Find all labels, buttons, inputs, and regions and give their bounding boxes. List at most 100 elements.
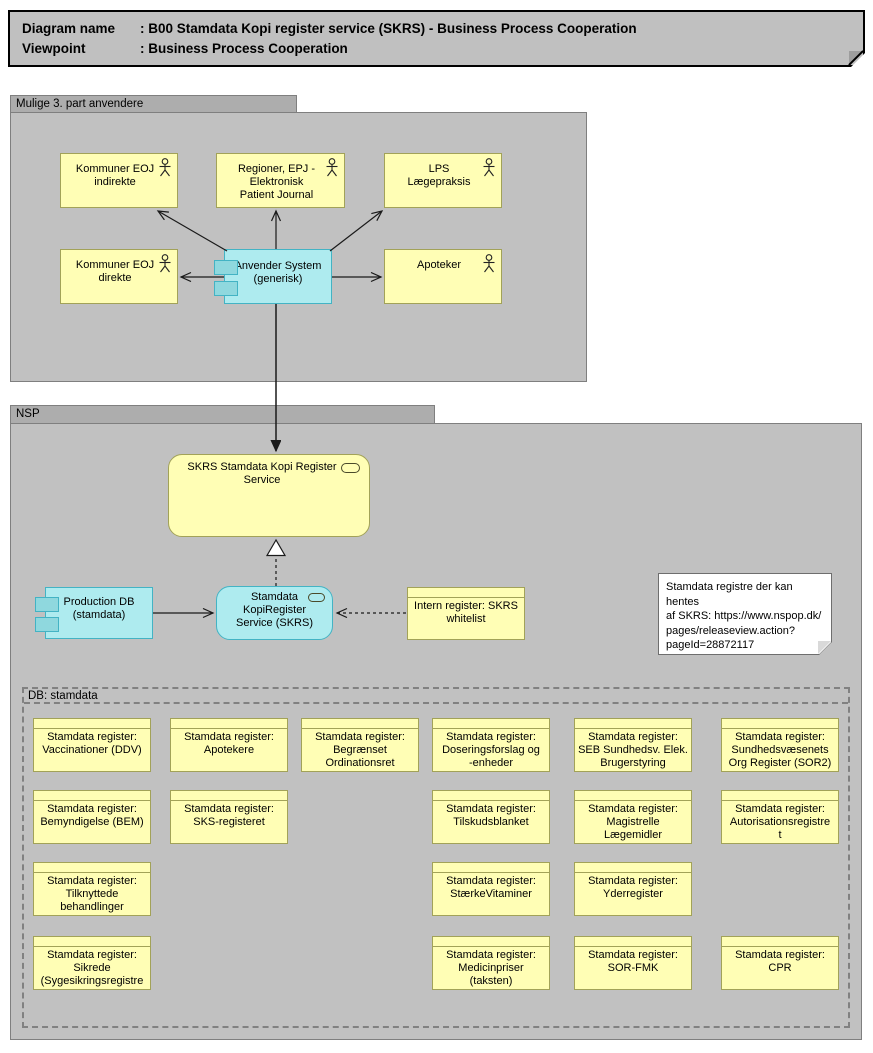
group-db-stamdata-label: DB: stamdata [28, 690, 98, 702]
component-tab-icon [214, 260, 238, 275]
node-label: Stamdata register: Sikrede (Sygesikrings… [40, 949, 144, 987]
group-nsp-label: NSP [16, 408, 40, 420]
node-label: Anvender System (generisk) [234, 260, 322, 285]
node-label: Stamdata register: SEB Sundhedsv. Elek. … [578, 731, 688, 769]
service-icon [341, 463, 360, 473]
dataobject-register-magistrelle: Stamdata register: Magistrelle Lægemidle… [574, 790, 692, 844]
dataobject-register-begraenset-ordinationsret: Stamdata register: Begrænset Ordinations… [301, 718, 419, 772]
node-label: Regioner, EPJ - Elektronisk Patient Jour… [237, 163, 316, 201]
data-object-band [433, 791, 549, 801]
group-db-stamdata-header: DB: stamdata [24, 689, 848, 704]
node-label: Stamdata register: SOR-FMK [588, 949, 678, 974]
node-label: Stamdata KopiRegister Service (SKRS) [235, 591, 314, 629]
node-label: Production DB (stamdata) [63, 596, 135, 621]
node-label: Stamdata register: Sundhedsvæsenets Org … [728, 731, 832, 769]
node-label: Stamdata register: Tilskudsblanket [446, 803, 536, 828]
service-stamdata-kopiregister: Stamdata KopiRegister Service (SKRS) [216, 586, 333, 640]
dataobject-register-apotekere: Stamdata register: Apotekere [170, 718, 288, 772]
actor-apoteker: Apoteker [384, 249, 502, 304]
actor-regioner-epj: Regioner, EPJ - Elektronisk Patient Jour… [216, 153, 345, 208]
component-tab-icon [35, 617, 59, 632]
node-label: Kommuner EOJ indirekte [75, 163, 155, 188]
actor-icon [159, 158, 171, 177]
group-third-party-label: Mulige 3. part anvendere [16, 98, 144, 110]
component-tab-icon [35, 597, 59, 612]
note-skrs-registre: Stamdata registre der kan hentes af SKRS… [658, 573, 832, 655]
node-label: Stamdata register: Vaccinationer (DDV) [42, 731, 142, 756]
dataobject-register-medicinpriser: Stamdata register: Medicinpriser (takste… [432, 936, 550, 990]
group-db-stamdata: DB: stamdata [22, 687, 850, 1028]
data-object-band [171, 791, 287, 801]
actor-icon [483, 158, 495, 177]
dataobject-register-sikrede: Stamdata register: Sikrede (Sygesikrings… [33, 936, 151, 990]
dataobject-intern-register-whitelist: Intern register: SKRS whitelist [407, 587, 525, 640]
node-label: SKRS Stamdata Kopi Register Service [187, 461, 337, 486]
node-label: Intern register: SKRS whitelist [414, 600, 518, 625]
group-nsp-tab: NSP [10, 405, 435, 424]
dataobject-register-autorisationsregistret: Stamdata register: Autorisationsregistre… [721, 790, 839, 844]
dataobject-register-doseringsforslag: Stamdata register: Doseringsforslag og -… [432, 718, 550, 772]
data-object-band [34, 791, 150, 801]
data-object-band [34, 937, 150, 947]
dataobject-register-sor2: Stamdata register: Sundhedsvæsenets Org … [721, 718, 839, 772]
data-object-band [34, 719, 150, 729]
actor-lps-laegepraksis: LPS Lægepraksis [384, 153, 502, 208]
data-object-band [433, 863, 549, 873]
note-text: Stamdata registre der kan hentes af SKRS… [666, 581, 822, 651]
node-label: Stamdata register: Autorisationsregistre… [729, 803, 831, 841]
title-diagram-name-value: : B00 Stamdata Kopi register service (SK… [140, 21, 637, 36]
data-object-band [433, 937, 549, 947]
dataobject-register-tilskudsblanket: Stamdata register: Tilskudsblanket [432, 790, 550, 844]
component-anvender-system: Anvender System (generisk) [214, 249, 332, 304]
data-object-band [171, 719, 287, 729]
actor-icon [483, 254, 495, 273]
data-object-band [575, 791, 691, 801]
group-third-party-tab: Mulige 3. part anvendere [10, 95, 297, 113]
node-label: Stamdata register: Apotekere [184, 731, 274, 756]
node-label: Stamdata register: Bemyndigelse (BEM) [40, 803, 144, 828]
data-object-band [34, 863, 150, 873]
dataobject-register-seb: Stamdata register: SEB Sundhedsv. Elek. … [574, 718, 692, 772]
component-tab-icon [214, 281, 238, 296]
component-production-db: Production DB (stamdata) [35, 587, 153, 639]
data-object-band [575, 719, 691, 729]
node-label: Stamdata register: Medicinpriser (takste… [446, 949, 536, 987]
node-label: Apoteker [416, 259, 462, 271]
data-object-band [722, 937, 838, 947]
dataobject-register-staerkevitaminer: Stamdata register: StærkeVitaminer [432, 862, 550, 916]
dataobject-register-sks: Stamdata register: SKS-registeret [170, 790, 288, 844]
data-object-band [433, 719, 549, 729]
actor-icon [326, 158, 338, 177]
dataobject-register-tilknyttede: Stamdata register: Tilknyttede behandlin… [33, 862, 151, 916]
node-label: Stamdata register: Doseringsforslag og -… [442, 731, 540, 769]
data-object-band [575, 863, 691, 873]
node-label: Stamdata register: Begrænset Ordinations… [315, 731, 405, 769]
actor-kommuner-eoj-indirekte: Kommuner EOJ indirekte [60, 153, 178, 208]
dataobject-register-cpr: Stamdata register: CPR [721, 936, 839, 990]
dataobject-register-sor-fmk: Stamdata register: SOR-FMK [574, 936, 692, 990]
title-diagram-name-label: Diagram name [22, 21, 116, 36]
data-object-band [408, 588, 524, 598]
node-label: Stamdata register: CPR [735, 949, 825, 974]
node-label: Stamdata register: StærkeVitaminer [446, 875, 536, 900]
title-viewpoint-label: Viewpoint [22, 41, 86, 56]
dataobject-register-bemyndigelse: Stamdata register: Bemyndigelse (BEM) [33, 790, 151, 844]
node-label: Stamdata register: Tilknyttede behandlin… [47, 875, 137, 913]
data-object-band [575, 937, 691, 947]
title-viewpoint-value: : Business Process Cooperation [140, 41, 348, 56]
dataobject-register-vaccinationer: Stamdata register: Vaccinationer (DDV) [33, 718, 151, 772]
data-object-band [722, 719, 838, 729]
node-label: LPS Lægepraksis [407, 163, 471, 188]
node-label: Stamdata register: Magistrelle Lægemidle… [588, 803, 678, 841]
actor-kommuner-eoj-direkte: Kommuner EOJ direkte [60, 249, 178, 304]
service-skrs-stamdata-kopi-register: SKRS Stamdata Kopi Register Service [168, 454, 370, 537]
node-label: Stamdata register: Yderregister [588, 875, 678, 900]
node-label: Stamdata register: SKS-registeret [184, 803, 274, 828]
dataobject-register-yderregister: Stamdata register: Yderregister [574, 862, 692, 916]
diagram-title-note: Diagram name : B00 Stamdata Kopi registe… [8, 10, 865, 67]
actor-icon [159, 254, 171, 273]
data-object-band [722, 791, 838, 801]
data-object-band [302, 719, 418, 729]
node-label: Kommuner EOJ direkte [75, 259, 155, 284]
